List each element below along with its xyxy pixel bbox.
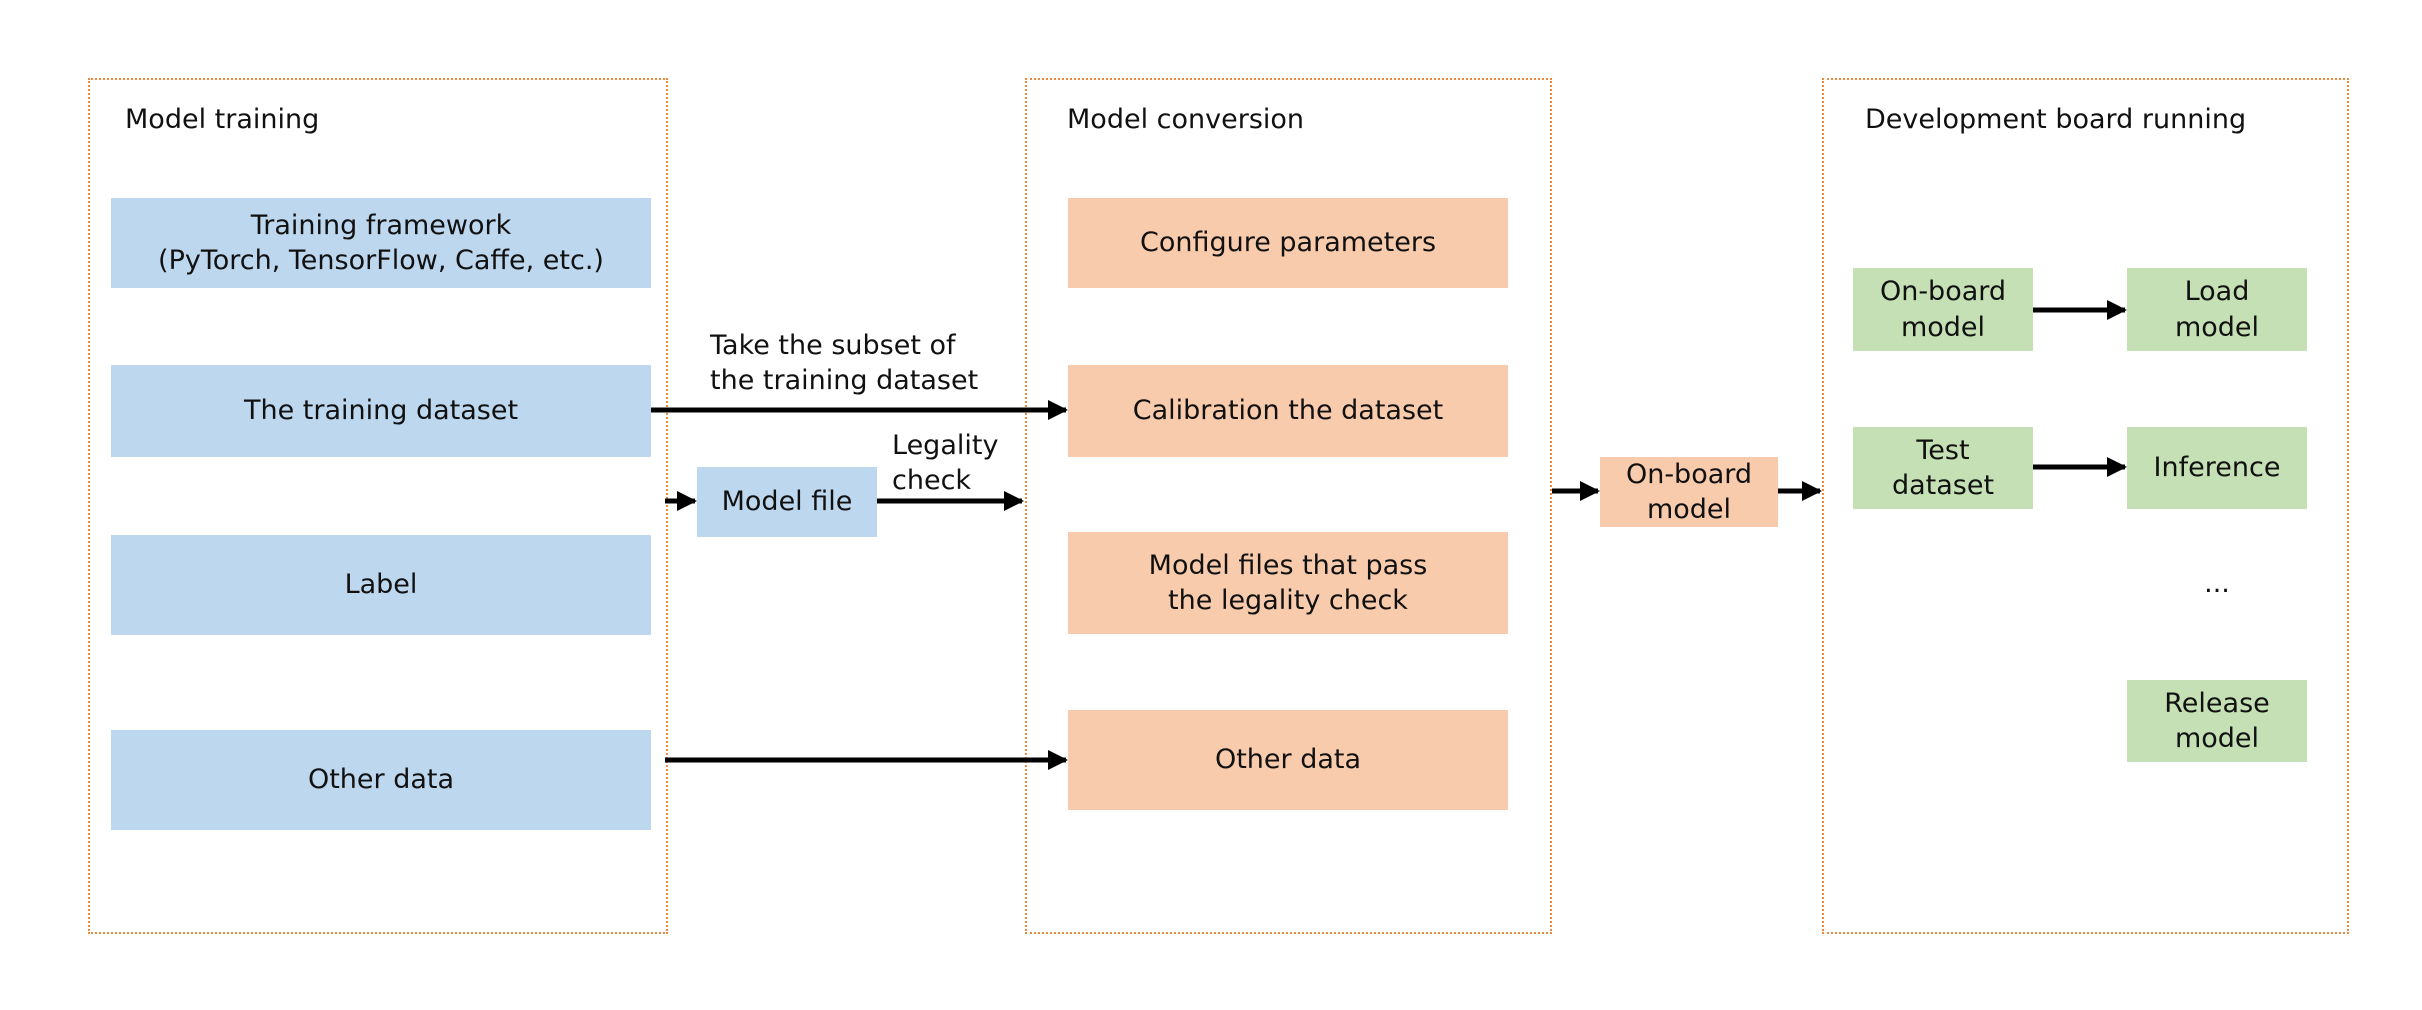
configure-parameters-box: Configure parameters — [1068, 198, 1508, 288]
other-data-training-box: Other data — [111, 730, 651, 830]
ellipsis-text: ... — [2204, 568, 2230, 599]
model-files-pass-box: Model files that pass the legality check — [1068, 532, 1508, 634]
inference-box: Inference — [2127, 427, 2307, 509]
subset-label: Take the subset of the training dataset — [710, 330, 979, 397]
other-data-conversion-box: Other data — [1068, 710, 1508, 810]
test-dataset-box: Test dataset — [1853, 427, 2033, 509]
load-model-box: Load model — [2127, 268, 2307, 351]
release-model-box: Release model — [2127, 680, 2307, 762]
model-conversion-title: Model conversion — [1067, 104, 1305, 135]
training-framework-box: Training framework (PyTorch, TensorFlow,… — [111, 198, 651, 288]
training-dataset-box: The training dataset — [111, 365, 651, 457]
model-training-group — [88, 78, 668, 934]
model-training-title: Model training — [125, 104, 320, 135]
board-onboard-model-box: On-board model — [1853, 268, 2033, 351]
calibration-dataset-box: Calibration the dataset — [1068, 365, 1508, 457]
development-board-group — [1822, 78, 2349, 934]
legality-check-label: Legality check — [892, 430, 999, 497]
onboard-model-box: On-board model — [1600, 457, 1778, 527]
label-box: Label — [111, 535, 651, 635]
model-conversion-group — [1025, 78, 1552, 934]
development-board-title: Development board running — [1865, 104, 2247, 135]
model-file-box: Model file — [697, 467, 877, 537]
